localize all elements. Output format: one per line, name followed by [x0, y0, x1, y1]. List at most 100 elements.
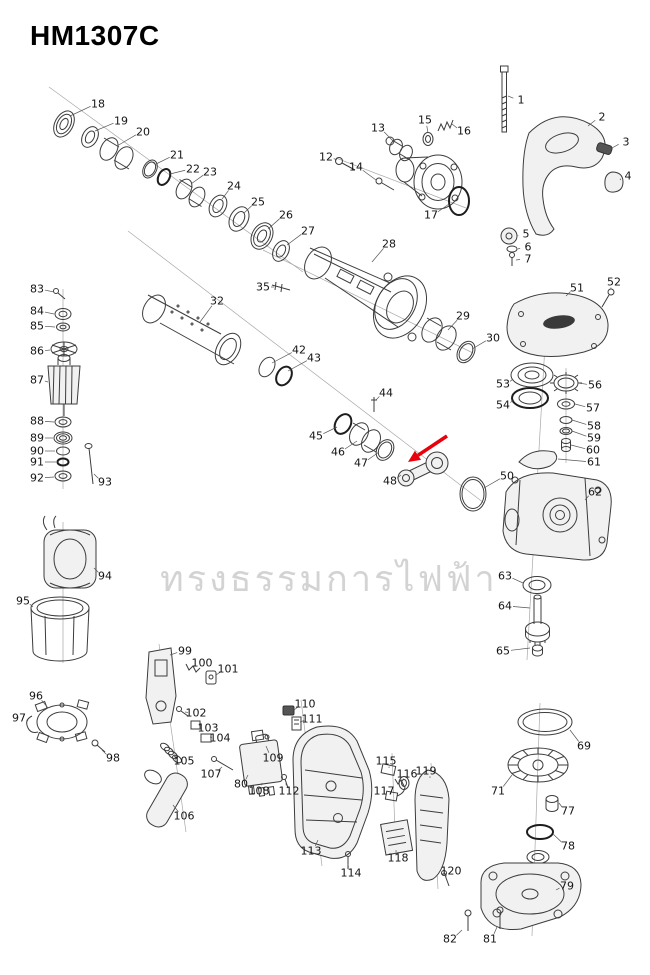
- leader-line-87: [44, 380, 49, 383]
- part-label-106: 106: [174, 810, 195, 823]
- part-label-32: 32: [210, 295, 224, 308]
- part-label-29: 29: [456, 310, 470, 323]
- drawing-bearing-flange-assembly: [335, 119, 470, 216]
- part-label-87: 87: [30, 374, 44, 387]
- part-label-95: 95: [16, 595, 30, 608]
- leader-line-85: [44, 325, 56, 328]
- part-label-109: 109: [263, 752, 284, 765]
- leader-line-69: [569, 729, 580, 742]
- leader-line-98: [101, 749, 107, 755]
- leader-line-44: [375, 396, 380, 401]
- leader-line-2: [587, 119, 596, 127]
- drawing-brush-holder-plate: [26, 699, 106, 753]
- part-label-52: 52: [607, 276, 621, 289]
- part-label-83: 83: [30, 283, 44, 296]
- leader-line-23: [190, 174, 204, 185]
- leader-line-96: [41, 700, 49, 709]
- part-label-78: 78: [561, 840, 575, 853]
- part-label-44: 44: [379, 387, 393, 400]
- leader-line-71: [502, 774, 513, 787]
- leader-line-101: [215, 671, 222, 676]
- leader-line-57: [574, 403, 586, 408]
- part-label-61: 61: [587, 456, 601, 469]
- leader-line-59: [571, 430, 587, 437]
- part-label-28: 28: [382, 238, 396, 251]
- part-label-111: 111: [302, 713, 323, 726]
- part-label-85: 85: [30, 320, 44, 333]
- leader-line-32: [199, 305, 213, 323]
- leader-line-58: [571, 419, 587, 425]
- leader-line-18: [69, 106, 91, 117]
- leader-line-7: [515, 259, 521, 261]
- drawing-crank-housing-assembly: [502, 288, 615, 657]
- leader-line-107: [217, 766, 223, 772]
- leader-line-56: [577, 382, 588, 385]
- part-label-104: 104: [210, 732, 231, 745]
- pointer-arrow-head: [408, 450, 422, 462]
- part-label-116: 116: [397, 768, 418, 781]
- pointer-arrow-shaft: [417, 434, 448, 457]
- leader-line-19: [94, 122, 114, 132]
- leader-line-43: [287, 360, 308, 372]
- part-label-42: 42: [292, 344, 306, 357]
- part-label-86: 86: [30, 345, 44, 358]
- part-label-65: 65: [496, 645, 510, 658]
- part-label-102: 102: [186, 707, 207, 720]
- leader-line-88: [44, 421, 55, 423]
- part-label-96: 96: [29, 690, 43, 703]
- part-label-12: 12: [319, 151, 333, 164]
- part-label-17: 17: [424, 209, 438, 222]
- part-label-3: 3: [623, 136, 630, 149]
- part-label-117: 117: [374, 785, 395, 798]
- leader-line-100: [192, 665, 195, 668]
- drawing-rear-handle-top: [500, 65, 624, 266]
- leader-line-3: [611, 144, 619, 149]
- leader-line-83: [44, 289, 55, 293]
- part-label-1: 1: [518, 94, 525, 107]
- part-label-47: 47: [354, 457, 368, 470]
- part-label-20: 20: [136, 126, 150, 139]
- leader-line-24: [221, 190, 229, 200]
- leader-line-22: [169, 169, 186, 175]
- part-label-118: 118: [388, 852, 409, 865]
- part-label-25: 25: [251, 196, 265, 209]
- part-label-110: 110: [295, 698, 316, 711]
- part-label-120: 120: [441, 865, 462, 878]
- leader-line-1: [507, 95, 514, 99]
- leader-line-26: [267, 218, 280, 230]
- leader-line-51: [565, 291, 571, 297]
- drawing-switch-handle-parts: [144, 647, 234, 828]
- part-label-101: 101: [218, 663, 239, 676]
- leader-line-20: [116, 134, 137, 147]
- leader-line-42: [271, 352, 292, 364]
- part-label-84: 84: [30, 305, 44, 318]
- part-label-23: 23: [203, 166, 217, 179]
- part-label-30: 30: [486, 332, 500, 345]
- drawing-cylinder-group: [142, 246, 487, 512]
- leader-line-29: [447, 319, 458, 331]
- part-label-81: 81: [483, 933, 497, 946]
- leader-line-45: [323, 426, 338, 434]
- leader-line-30: [471, 340, 487, 350]
- leader-line-111: [299, 720, 305, 723]
- part-label-56: 56: [588, 379, 602, 392]
- part-label-82: 82: [443, 933, 457, 946]
- part-label-43: 43: [307, 352, 321, 365]
- leader-line-4: [619, 178, 622, 181]
- leader-line-103: [198, 724, 201, 727]
- part-label-114: 114: [341, 867, 362, 880]
- part-label-71: 71: [491, 785, 505, 798]
- leader-line-48: [396, 474, 402, 479]
- part-label-97: 97: [12, 712, 26, 725]
- part-label-98: 98: [106, 752, 120, 765]
- drawing-switch-assembly: [239, 705, 450, 887]
- leader-line-97: [26, 719, 29, 722]
- part-label-107: 107: [201, 768, 222, 781]
- leader-line-50: [483, 478, 501, 489]
- leader-line-113: [314, 839, 319, 847]
- part-label-105: 105: [174, 755, 195, 768]
- part-label-100: 100: [192, 657, 213, 670]
- leader-line-80: [245, 774, 249, 780]
- leader-line-17: [437, 203, 450, 213]
